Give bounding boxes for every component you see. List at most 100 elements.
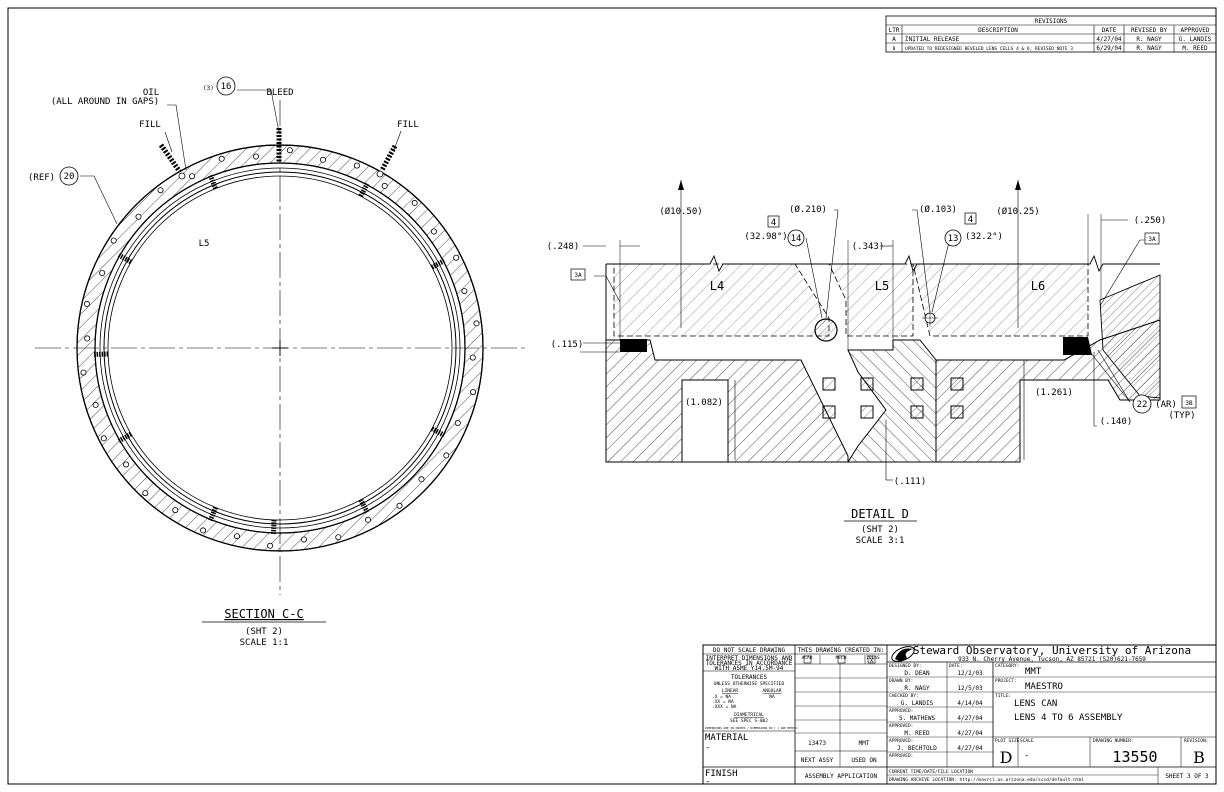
seal-right [1063, 337, 1092, 355]
tb-drawn-date: 12/5/03 [957, 685, 983, 692]
tb-interpret-1: INTERPRET DIMENSIONS AND [706, 655, 793, 662]
lens-l4 [613, 263, 830, 337]
oil-label: OIL [143, 88, 159, 98]
bolt-hole [430, 228, 437, 235]
tb-dims-note: DIMENSIONS ARE IN INCHES / DIMENSIONS IN… [705, 726, 798, 730]
bolt-hole [353, 162, 360, 169]
tb-finish: FINISH [705, 769, 738, 779]
bolt-hole [92, 401, 99, 408]
section-sheet-ref: (SHT 2) [245, 627, 283, 637]
tb-acad: ACAD [802, 655, 813, 661]
tb-sheet: SHEET 3 OF 3 [1165, 773, 1209, 780]
tb-ideas-mark: X [870, 658, 874, 665]
tb-plot-size-lbl: PLOT SIZE [995, 738, 1020, 744]
tb-project: MAESTRO [1025, 682, 1063, 692]
o-ring-squares [822, 377, 964, 419]
seal-left [620, 339, 647, 352]
bolt-hole [172, 507, 179, 514]
bleed-label: BLEED [266, 88, 293, 98]
note-3a-left-box [570, 268, 586, 281]
detail-title: DETAIL D [851, 507, 909, 521]
typ-label: (TYP) [1168, 411, 1195, 421]
lens-l5 [828, 263, 914, 337]
ideas-checkbox [867, 655, 876, 664]
rev-header-revised-by: REVISED BY [1131, 27, 1168, 34]
rev-a-approved: G. LANDIS [1179, 36, 1212, 43]
bolt-hole [188, 173, 195, 180]
bolt-hole [99, 269, 106, 276]
rev-header-date: DATE [1102, 27, 1117, 34]
bolt-hole [418, 476, 425, 483]
bolt-hole [473, 320, 480, 327]
tb-approved-2-date: 4/27/04 [957, 730, 983, 737]
dim-111: (.111) [894, 477, 927, 487]
bolt-hole [364, 516, 371, 523]
fill-port-right [376, 144, 398, 178]
tb-approved-1-date: 4/27/04 [957, 715, 983, 722]
tb-org: Steward Observatory, University of Arizo… [913, 644, 1191, 657]
tb-category-lbl: CATEGORY: [995, 663, 1019, 669]
dim-1082: (1.082) [685, 398, 723, 408]
bolt-hole [252, 153, 259, 160]
tb-linear: LINEAR [722, 688, 739, 694]
note-box-left [767, 215, 780, 228]
dim-dia-right: (Ø10.25) [996, 206, 1039, 217]
tb-assembly-app: ASSEMBLY APPLICATION [805, 773, 878, 780]
section-title: SECTION C-C [224, 607, 303, 621]
section-lens-label: L5 [199, 239, 210, 249]
rev-a-ltr: A [892, 36, 896, 43]
tb-drawn-by-lbl: DRAWN BY: [889, 678, 913, 684]
oil-sublabel: (ALL AROUND IN GAPS) [51, 97, 159, 107]
rev-b-desc: UPDATED TO REDESIGNED BEVELED LENS CELLS… [905, 46, 1073, 52]
tb-project-lbl: PROJECT: [995, 678, 1017, 684]
dim-oring-dia: (Ø.210) [789, 204, 827, 215]
tb-designed-date: 12/2/03 [957, 670, 983, 677]
tb-archive: DRAWING ARCHIVE LOCATION: http://mavrcl.… [889, 777, 1084, 783]
tb-title-lbl: TITLE: [995, 693, 1011, 699]
bolt-hole [135, 213, 142, 220]
tb-designed-by: D. DEAN [904, 670, 930, 677]
tb-approved-lbl-2: APPROVED: [889, 723, 913, 729]
detail-view: (Ø10.50) (Ø10.25) (Ø.210) 4 (32.98°) 14 … [547, 180, 1197, 546]
tb-plot-size: D [1000, 748, 1013, 767]
tb-tolerances: TOLERANCES [731, 674, 768, 681]
bolt-hole [453, 254, 460, 261]
balloon-22 [1132, 394, 1152, 414]
tb-approved-lbl-4: APPROVED: [889, 753, 913, 759]
tb-angular: ANGULAR [763, 688, 782, 694]
tb-tol-angular: NA [769, 694, 775, 700]
title-block: DO NOT SCALE DRAWING INTERPRET DIMENSION… [702, 644, 1217, 787]
steward-logo [891, 646, 915, 662]
note-left-text: 4 [771, 218, 776, 228]
bolt-hole [142, 490, 149, 497]
tb-approved-1: S. MATHEWS [899, 715, 936, 722]
revisions-table: REVISIONS LTR DESCRIPTION DATE REVISED B… [885, 15, 1217, 53]
bolt-hole [300, 536, 307, 543]
rev-a-date: 4/27/04 [1096, 36, 1122, 43]
tb-mech: MECH [836, 655, 847, 661]
section-scale: SCALE 1:1 [240, 638, 289, 648]
revisions-title: REVISIONS [1035, 18, 1068, 25]
bolt-hole [100, 435, 107, 442]
tb-interpret-2: TOLERANCES IN ACCORDANCE [706, 660, 793, 667]
balloon-14 [787, 229, 805, 247]
bolt-hole [443, 452, 450, 459]
note-3a-right-box [1144, 232, 1160, 245]
tb-drawn-by: R. NAGY [904, 685, 930, 692]
bolt-hole [396, 502, 403, 509]
bolt-hole [110, 237, 117, 244]
bolt-hole [454, 419, 461, 426]
detail-sheet-ref: (SHT 2) [861, 525, 899, 535]
bolt-hole [84, 300, 91, 307]
bolt-hole [319, 156, 326, 163]
balloon-13-text: 13 [948, 234, 959, 244]
detail-l4: L4 [710, 279, 724, 293]
note-3a-right-text: 3A [1148, 236, 1156, 243]
balloon-20 [59, 166, 79, 186]
sheet-border [7, 7, 1217, 785]
tb-created-in: THIS DRAWING CREATED IN: [798, 647, 885, 654]
detail-scale: SCALE 3:1 [856, 536, 905, 546]
tb-scale: - [1024, 751, 1029, 761]
section-view: OIL (ALL AROUND IN GAPS) (3) 16 BLEED FI… [28, 76, 525, 648]
fill-right-label: FILL [397, 120, 419, 130]
